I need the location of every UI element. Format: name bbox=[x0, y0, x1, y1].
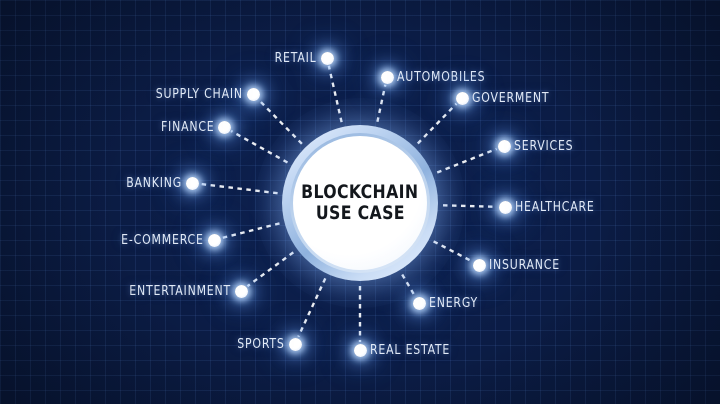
node-label-entertainment: ENTERTAINMENT bbox=[129, 283, 231, 299]
node-label-services: SERVICES bbox=[514, 138, 574, 154]
node-label-automobiles: AUTOMOBILES bbox=[397, 69, 486, 85]
node-dot-retail[interactable] bbox=[320, 51, 334, 65]
hub-title-line-1: BLOCKCHAIN bbox=[301, 181, 419, 203]
node-dot-banking[interactable] bbox=[185, 176, 199, 190]
node-label-retail: RETAIL bbox=[275, 50, 317, 66]
node-dot-e-commerce[interactable] bbox=[207, 233, 221, 247]
node-label-finance: FINANCE bbox=[160, 119, 214, 135]
node-label-energy: ENERGY bbox=[429, 295, 478, 311]
node-dot-automobiles[interactable] bbox=[380, 70, 394, 84]
node-dot-insurance[interactable] bbox=[472, 258, 486, 272]
node-dot-supply-chain[interactable] bbox=[246, 87, 260, 101]
hub-title-line-2: USE CASE bbox=[315, 202, 405, 224]
node-dot-goverment[interactable] bbox=[455, 91, 469, 105]
node-label-insurance: INSURANCE bbox=[489, 257, 560, 273]
node-label-e-commerce: E-COMMERCE bbox=[121, 232, 204, 248]
node-dot-sports[interactable] bbox=[288, 337, 302, 351]
node-dot-real-estate[interactable] bbox=[353, 343, 367, 357]
node-dot-healthcare[interactable] bbox=[498, 200, 512, 214]
node-label-sports: SPORTS bbox=[237, 336, 285, 352]
node-label-healthcare: HEALTHCARE bbox=[515, 199, 595, 215]
node-dot-finance[interactable] bbox=[217, 120, 231, 134]
node-label-banking: BANKING bbox=[126, 175, 182, 191]
node-dot-services[interactable] bbox=[497, 139, 511, 153]
node-label-supply-chain: SUPPLY CHAIN bbox=[155, 86, 243, 102]
hub-disc: BLOCKCHAIN USE CASE bbox=[293, 136, 427, 270]
node-dot-entertainment[interactable] bbox=[234, 284, 248, 298]
node-dot-energy[interactable] bbox=[412, 296, 426, 310]
node-label-goverment: GOVERMENT bbox=[472, 90, 550, 106]
node-label-real-estate: REAL ESTATE bbox=[370, 342, 451, 358]
